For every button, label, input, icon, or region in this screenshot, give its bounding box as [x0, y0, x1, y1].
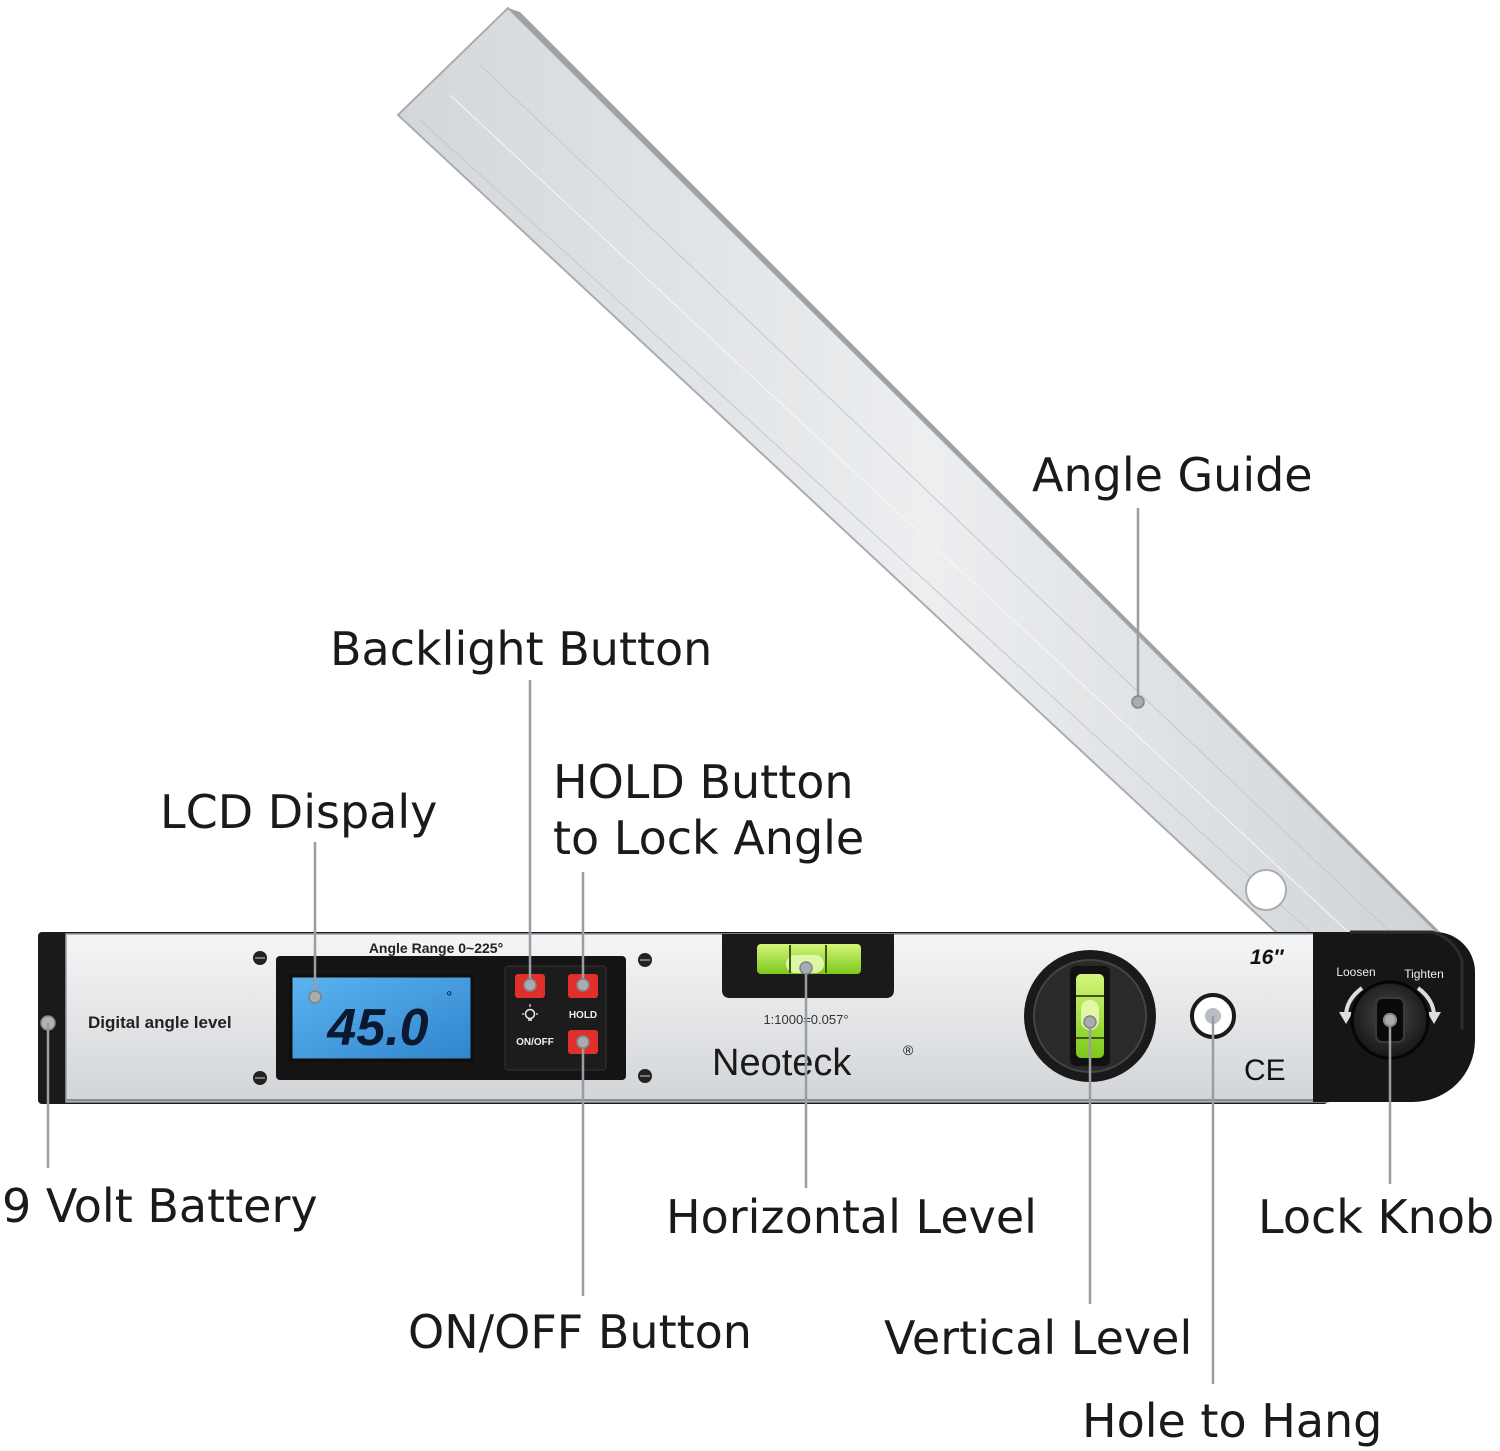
hold-button-callout-line2: to Lock Angle [553, 811, 865, 865]
rotate-arrow-icon [1339, 986, 1441, 1024]
on-off-label: ON/OFF [516, 1037, 554, 1048]
screws [253, 951, 652, 1085]
battery-callout: 9 Volt Battery [2, 1179, 318, 1233]
leader-points [308, 695, 1397, 1049]
ce-mark: CE [1244, 1054, 1286, 1087]
hole-to-hang-callout: Hole to Hang [1082, 1394, 1383, 1448]
angle-guide-callout: Angle Guide [1032, 448, 1313, 502]
blade-hole [1245, 869, 1287, 911]
lcd-reading: 45.0 [326, 999, 428, 1057]
leader-lines [46, 508, 1392, 1384]
brand-mark: ® [903, 1042, 914, 1058]
on-off-button-callout: ON/OFF Button [408, 1305, 752, 1359]
angle-range-label: Angle Range 0~225° [369, 940, 503, 956]
lock-knob-callout: Lock Knob [1258, 1190, 1495, 1244]
backlight-button-callout: Backlight Button [330, 622, 713, 676]
tighten-label: Tighten [1404, 967, 1444, 981]
hold-label: HOLD [569, 1010, 597, 1021]
horizontal-level-callout: Horizontal Level [666, 1190, 1037, 1244]
vertical-level-callout: Vertical Level [884, 1311, 1193, 1365]
angle-guide-blade [396, 6, 1468, 1017]
lcd-degree: ° [446, 989, 452, 1006]
brand-name: Neoteck [712, 1042, 852, 1084]
brand-logo: Neoteck ® [712, 1042, 914, 1084]
size-label: 16″ [1250, 946, 1284, 969]
product-label: Digital angle level [88, 1013, 232, 1032]
hold-button-callout-line1: HOLD Button [553, 755, 854, 809]
loosen-label: Loosen [1336, 965, 1375, 979]
lightbulb-icon [522, 1004, 538, 1021]
lcd-display-callout: LCD Dispaly [160, 785, 438, 839]
